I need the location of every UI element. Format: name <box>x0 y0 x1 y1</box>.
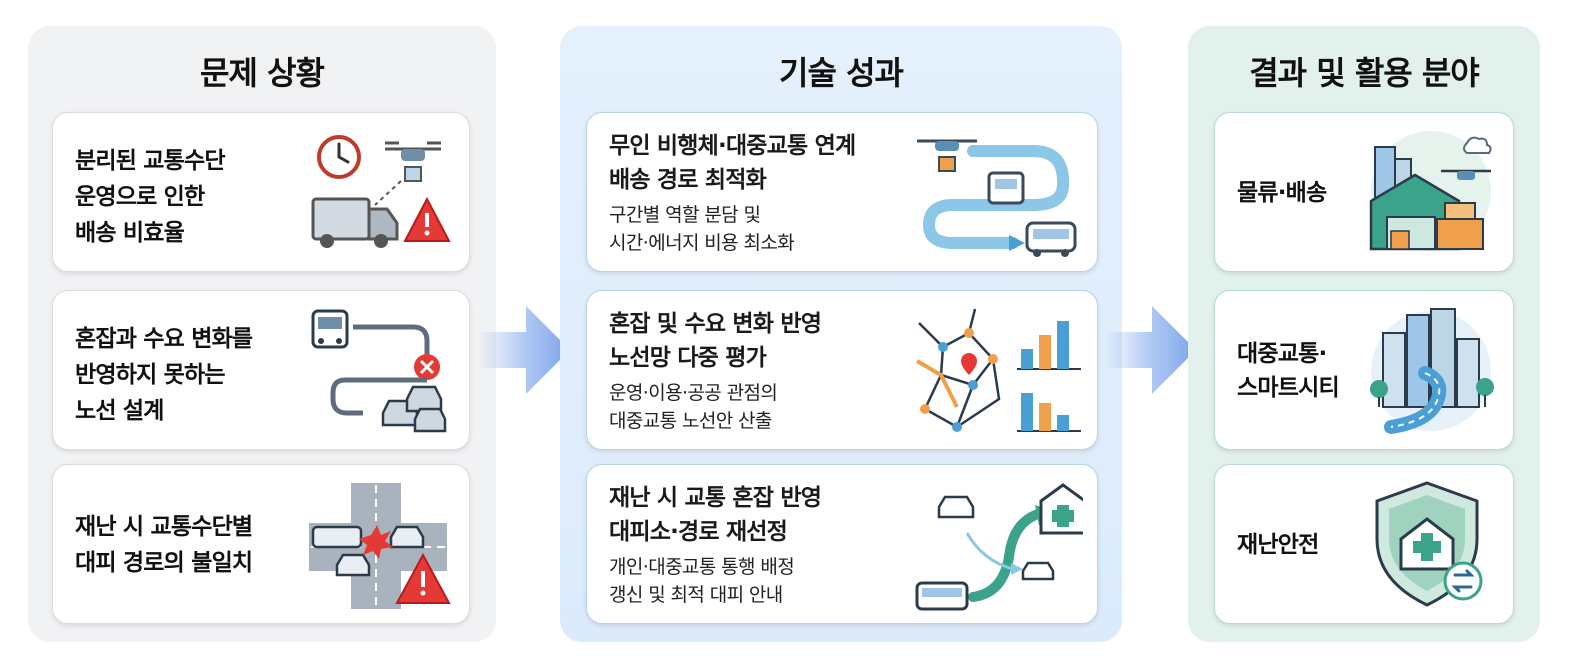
tech-card-delivery: 무인 비행체·대중교통 연계 배송 경로 최적화 구간별 역할 분담 및 시간·… <box>586 112 1098 272</box>
result-card-logistics: 물류·배송 <box>1214 112 1514 272</box>
result-column: 결과 및 활용 분야 물류·배송 대중교통· 스마트시티 <box>1188 26 1540 642</box>
intersection-collision-warning-icon <box>309 483 451 609</box>
tech-card-sub-line: 갱신 및 최적 대피 안내 <box>609 584 783 606</box>
problem-card-line: 배송 비효율 <box>75 220 185 246</box>
shield-shelter-safety-icon <box>1375 481 1483 607</box>
network-map-bar-chart-icon <box>915 308 1081 432</box>
flow-arrow-right-icon <box>1104 306 1196 394</box>
tech-column: 기술 성과 무인 비행체·대중교통 연계 배송 경로 최적화 구간별 역할 분담… <box>560 26 1122 642</box>
tech-card-sub-line: 개인·대중교통 통행 배정 <box>609 556 795 578</box>
tech-card-title-line: 혼잡 및 수요 변화 반영 <box>609 311 822 337</box>
flow-arrow-right-icon <box>478 306 570 394</box>
problem-card-line: 대피 경로의 불일치 <box>75 550 253 576</box>
problem-card-line: 분리된 교통수단 <box>75 148 226 174</box>
result-card-line: 대중교통· <box>1237 341 1327 367</box>
result-card-line: 재난안전 <box>1237 532 1319 558</box>
tech-card-sub-line: 시간·에너지 비용 최소화 <box>609 232 795 254</box>
tech-column-title: 기술 성과 <box>779 54 904 92</box>
problem-card-line: 노선 설계 <box>75 398 164 424</box>
tech-card-title-line: 노선망 다중 평가 <box>609 345 767 371</box>
problem-card-delivery: 분리된 교통수단 운영으로 인한 배송 비효율 <box>52 112 470 272</box>
tech-card-title-line: 재난 시 교통 혼잡 반영 <box>609 485 822 511</box>
problem-card-line: 운영으로 인한 <box>75 184 205 210</box>
tech-card-sub-line: 대중교통 노선안 산출 <box>609 410 772 432</box>
drone-transit-delivery-route-icon <box>917 139 1077 257</box>
result-column-title: 결과 및 활용 분야 <box>1249 54 1480 92</box>
problem-card-line: 혼잡과 수요 변화를 <box>75 326 253 352</box>
bus-route-traffic-jam-icon <box>311 309 447 433</box>
tech-card-network: 혼잡 및 수요 변화 반영 노선망 다중 평가 운영·이용·공공 관점의 대중교… <box>586 290 1098 450</box>
tech-card-sub-line: 운영·이용·공공 관점의 <box>609 382 778 404</box>
tech-card-title-line: 무인 비행체·대중교통 연계 <box>609 133 856 159</box>
tech-card-title-line: 대피소·경로 재선정 <box>609 519 788 545</box>
result-card-line: 물류·배송 <box>1237 180 1327 206</box>
smart-city-road-icon <box>1370 308 1494 434</box>
evacuation-shelter-route-icon <box>915 483 1083 611</box>
problem-card-evacuation: 재난 시 교통수단별 대피 경로의 불일치 <box>52 464 470 624</box>
problem-card-line: 재난 시 교통수단별 <box>75 514 253 540</box>
tech-card-title-line: 배송 경로 최적화 <box>609 167 767 193</box>
tech-card-evacuation: 재난 시 교통 혼잡 반영 대피소·경로 재선정 개인·대중교통 통행 배정 갱… <box>586 464 1098 624</box>
problem-column-title: 문제 상황 <box>200 54 325 92</box>
result-card-smart-city: 대중교통· 스마트시티 <box>1214 290 1514 450</box>
logistics-warehouse-drone-icon <box>1369 131 1492 251</box>
result-card-disaster-safety: 재난안전 <box>1214 464 1514 624</box>
problem-column: 문제 상황 분리된 교통수단 운영으로 인한 배송 비효율 혼 <box>28 26 496 642</box>
problem-card-line: 반영하지 못하는 <box>75 362 226 388</box>
tech-card-sub-line: 구간별 역할 분담 및 <box>609 204 761 226</box>
problem-card-route: 혼잡과 수요 변화를 반영하지 못하는 노선 설계 <box>52 290 470 450</box>
clock-drone-truck-warning-icon <box>311 135 451 248</box>
result-card-line: 스마트시티 <box>1237 375 1340 401</box>
